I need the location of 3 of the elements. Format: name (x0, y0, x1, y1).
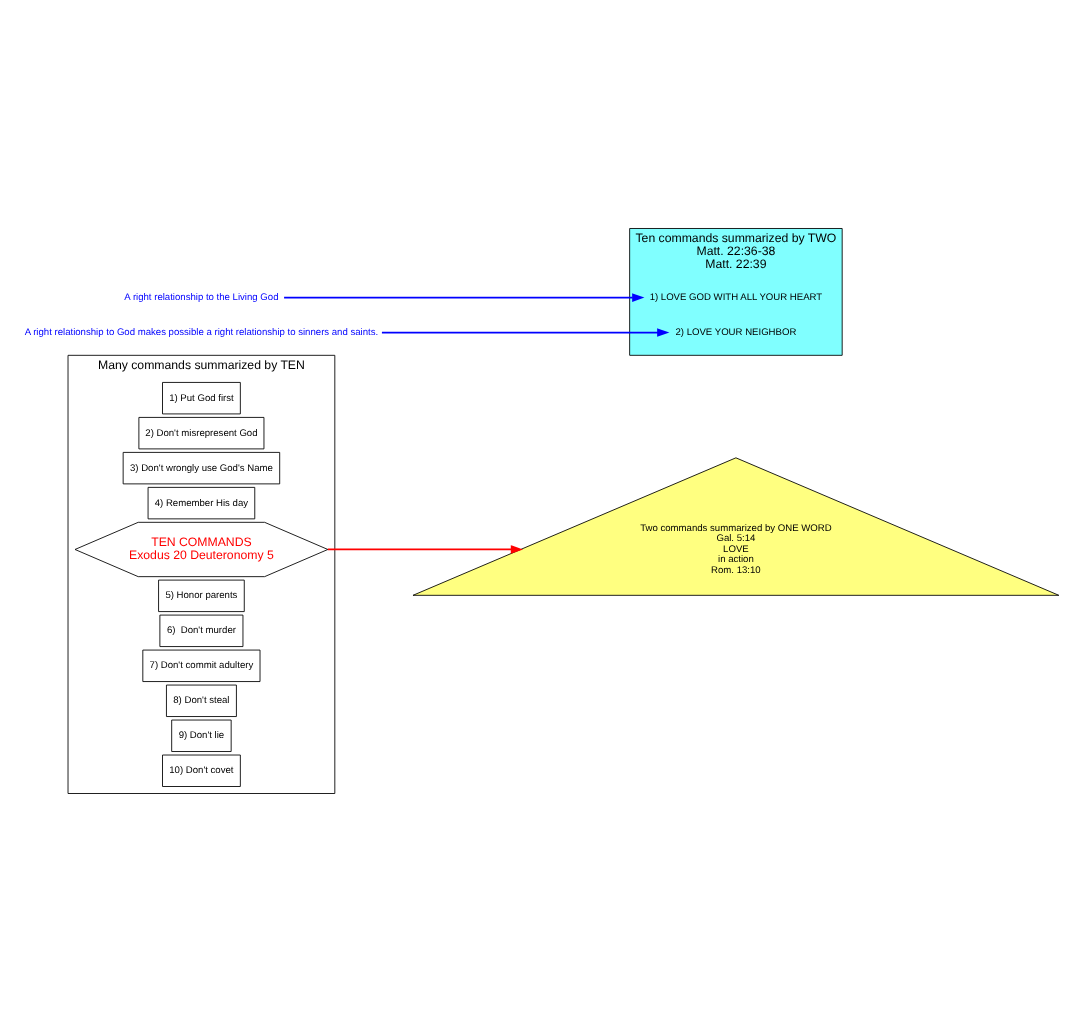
arrow (381, 328, 670, 337)
arrow (327, 545, 524, 554)
arrow (283, 293, 645, 302)
